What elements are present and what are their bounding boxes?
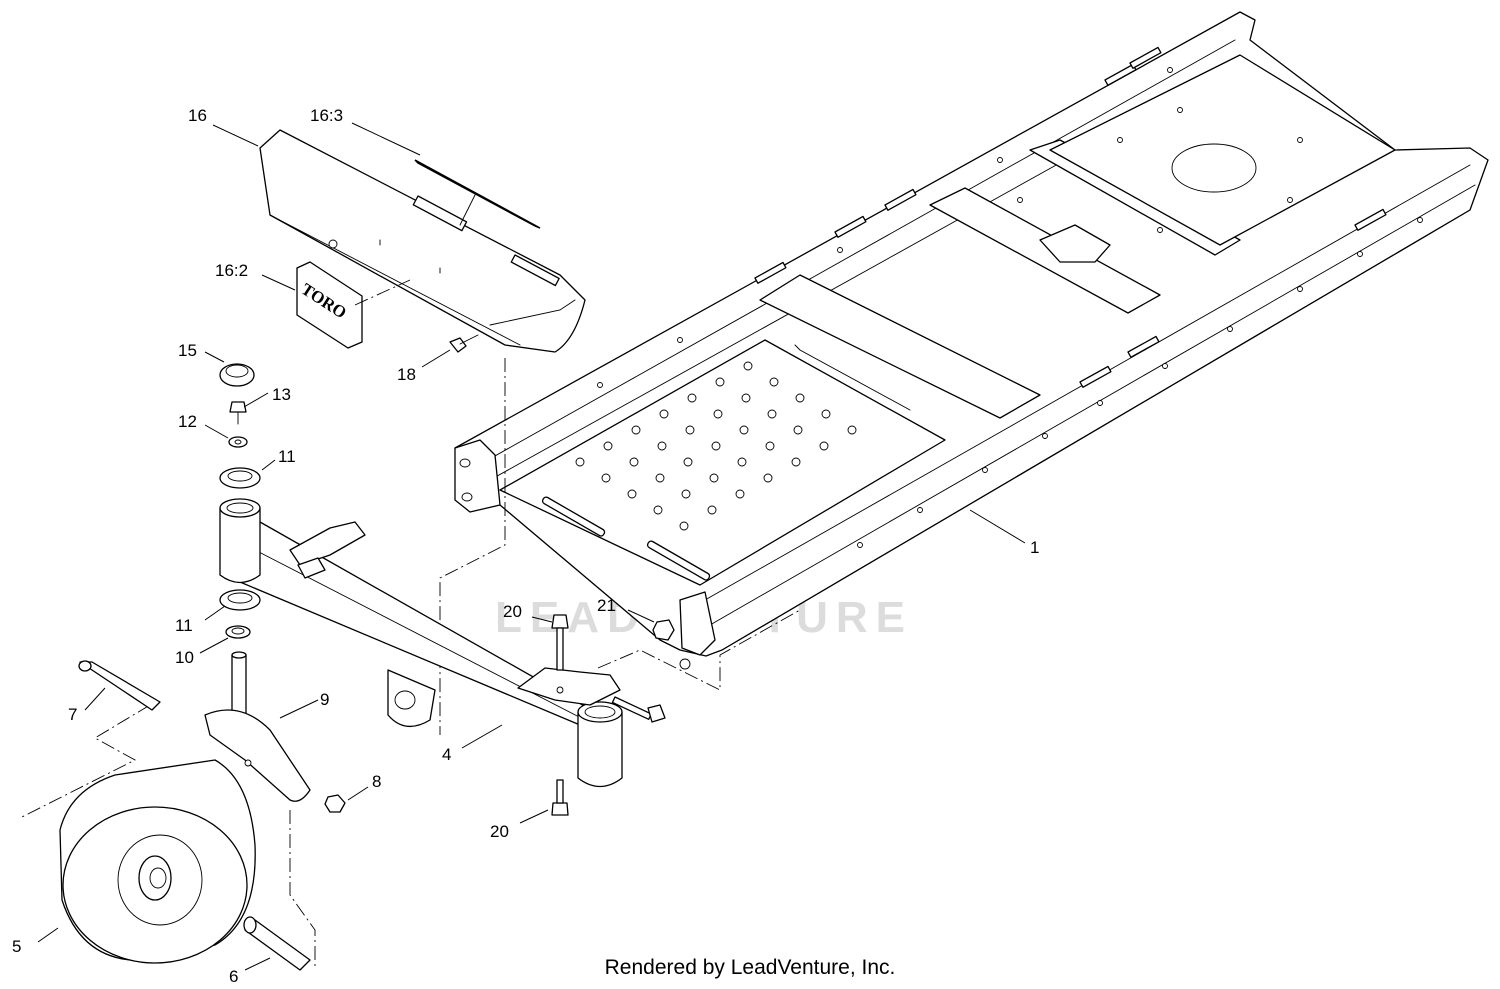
callout-12: 12: [178, 412, 197, 431]
callout-16: 16: [188, 106, 207, 125]
bolt-bottom: [551, 779, 569, 816]
footer-credit: Rendered by LeadVenture, Inc.: [604, 956, 896, 979]
toro-badge: TORO: [296, 261, 411, 349]
callout-21: 21: [597, 596, 616, 615]
callout-20-top: 20: [503, 602, 522, 621]
caster-fork: [204, 651, 311, 802]
main-frame: [454, 11, 1489, 657]
callout-6: 6: [229, 967, 238, 986]
bearing-bottom: [219, 589, 261, 611]
callout-13: 13: [272, 385, 291, 404]
callout-15: 15: [178, 341, 197, 360]
callout-16-3: 16:3: [310, 106, 343, 125]
callout-11-bottom: 11: [175, 616, 193, 635]
lock-nut: [229, 401, 247, 425]
flange-nut: [652, 619, 675, 641]
wheel-bolt: [78, 660, 161, 711]
fork-nut: [324, 794, 346, 813]
panel-screw: [449, 334, 479, 353]
washer-top: [228, 436, 248, 448]
callout-16-2: 16:2: [215, 261, 248, 280]
callout-11-top: 11: [278, 447, 296, 466]
front-axle: [219, 498, 623, 788]
spacer-washer: [225, 625, 251, 639]
leader-lines: [37, 122, 1026, 971]
callout-5: 5: [12, 937, 21, 956]
callout-4: 4: [442, 745, 451, 764]
bolt-top: [551, 614, 569, 671]
caster-wheel: [59, 759, 256, 964]
callout-9: 9: [320, 690, 329, 709]
dust-cap: [219, 363, 255, 387]
callout-20-bottom: 20: [490, 822, 509, 841]
foot-plate-holes: [575, 361, 857, 531]
callout-18: 18: [397, 365, 416, 384]
callout-10: 10: [175, 648, 194, 667]
rail-holes: [597, 67, 1423, 548]
side-bolt: [611, 696, 666, 723]
callout-1: 1: [1030, 538, 1039, 557]
wheel-spacer: [243, 916, 311, 971]
control-panel: [259, 129, 586, 353]
decal-stripe: [414, 159, 541, 229]
bearing-top: [219, 467, 261, 489]
callout-7: 7: [68, 705, 77, 724]
callout-labels: 1 4 5 6 7 8 9 10 11 11 12 13 15 16 16:2 …: [12, 106, 1039, 986]
callout-8: 8: [372, 772, 381, 791]
